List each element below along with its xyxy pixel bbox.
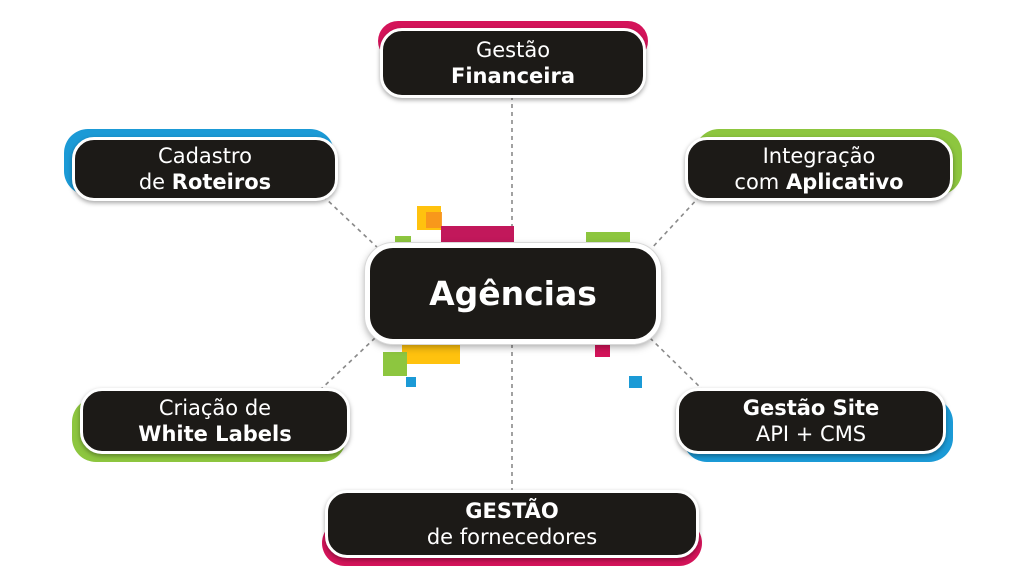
node-white-labels: Criação de White Labels (80, 388, 350, 454)
node-gestao-fornecedores: GESTÃO de fornecedores (325, 490, 699, 558)
deco-square-orange (426, 212, 442, 228)
deco-bar-green (586, 232, 630, 244)
deco-bar-yellow (402, 344, 460, 364)
node-line-bold: White Labels (138, 422, 292, 446)
connector-top-left (322, 195, 381, 251)
node-gestao-financeira: Gestão Financeira (380, 28, 646, 98)
connector-bottom-right (649, 337, 706, 393)
node-text-bold: Aplicativo (785, 170, 904, 194)
deco-square-green-1 (395, 236, 411, 244)
node-line-bold: GESTÃO (465, 499, 559, 523)
node-line-mixed: de Roteiros (139, 169, 271, 195)
node-line: API + CMS (755, 422, 867, 446)
center-label: Agências (429, 274, 597, 313)
node-line-bold: Financeira (450, 64, 576, 88)
node-text: com (734, 170, 786, 194)
deco-square-green-2 (383, 352, 407, 376)
node-integracao-aplicativo: Integração com Aplicativo (685, 137, 953, 201)
node-cadastro-roteiros: Cadastro de Roteiros (72, 137, 338, 201)
node-text: de (138, 170, 172, 194)
node-line-mixed: com Aplicativo (734, 169, 903, 195)
node-line: Criação de (158, 396, 272, 420)
node-line-bold: Gestão Site (742, 396, 880, 420)
deco-square-blue-1 (406, 377, 416, 387)
node-text-bold: Roteiros (171, 170, 272, 194)
node-line: Cadastro (158, 144, 252, 168)
connector-top-right (649, 195, 701, 251)
node-line: Gestão (475, 38, 551, 62)
deco-bar-magenta (441, 226, 514, 244)
deco-square-magenta (595, 344, 610, 357)
node-line: Integração (762, 144, 876, 168)
node-line: de fornecedores (426, 525, 598, 549)
node-gestao-site: Gestão Site API + CMS (676, 388, 946, 454)
center-node-agencias: Agências (365, 243, 661, 344)
connector-bottom-left (317, 337, 376, 393)
deco-square-blue-2 (629, 376, 642, 388)
